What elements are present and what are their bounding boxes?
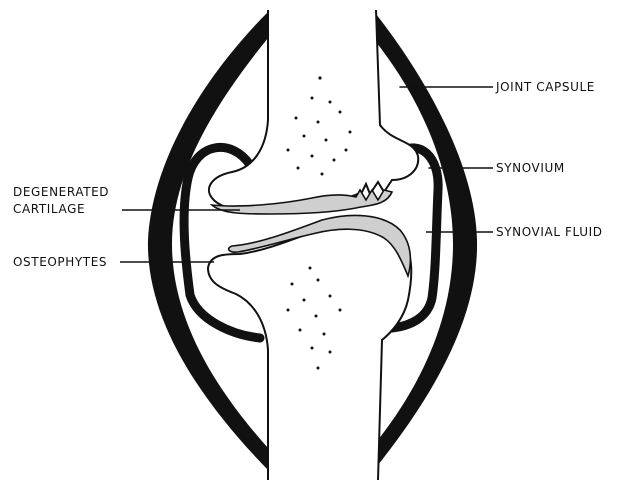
joint-capsule-left	[148, 12, 268, 470]
label-synovial-fluid: SYNOVIAL FLUID	[496, 225, 603, 239]
label-degenerated-cartilage-line2: CARTILAGE	[13, 202, 85, 216]
label-osteophytes: OSTEOPHYTES	[13, 255, 107, 269]
label-joint-capsule: JOINT CAPSULE	[495, 80, 595, 94]
leader-joint-capsule-dot	[395, 85, 400, 90]
label-synovium: SYNOVIUM	[496, 161, 565, 175]
leader-synovium-dot	[424, 166, 429, 171]
label-degenerated-cartilage-line1: DEGENERATED	[13, 185, 109, 199]
